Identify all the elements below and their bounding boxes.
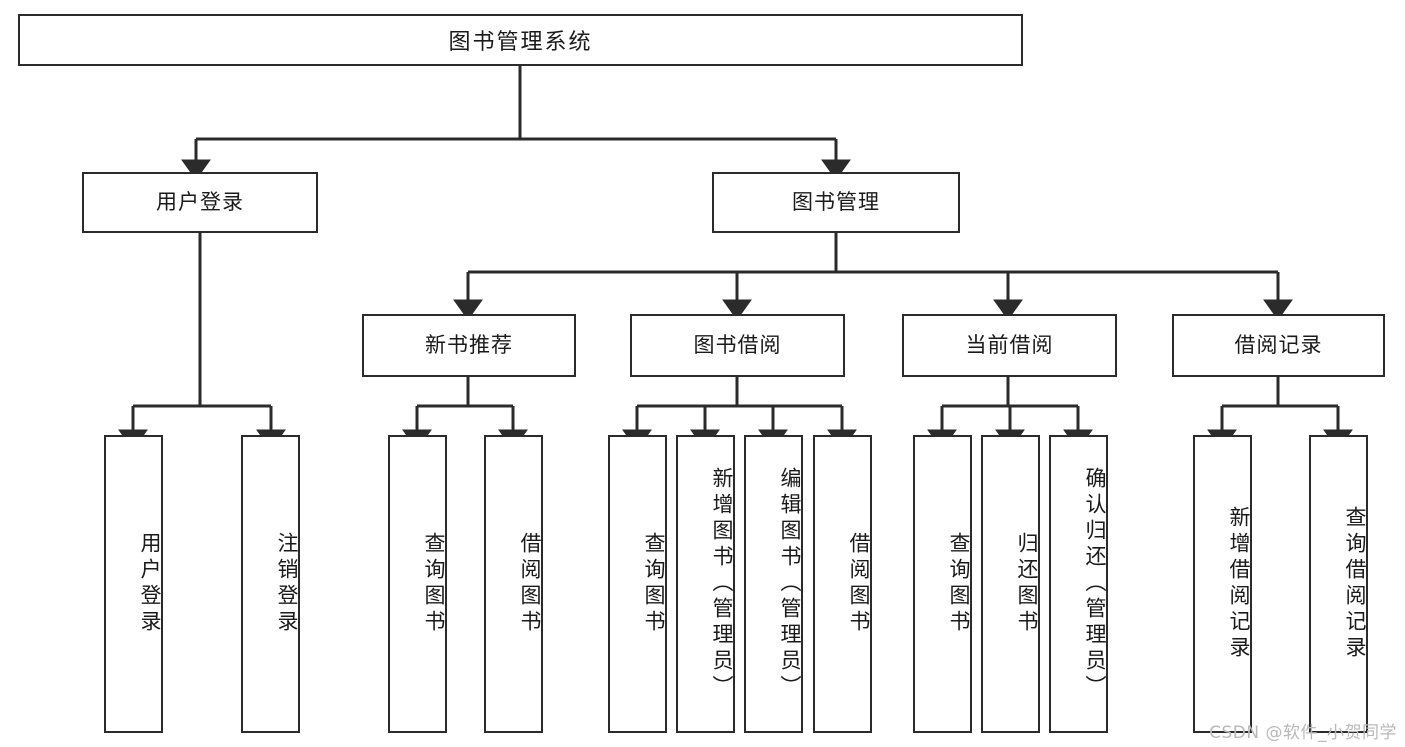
node-leaf-borrow-book-2-label: 借阅图书 (847, 532, 871, 636)
node-user-login-label: 用户登录 (156, 189, 244, 214)
node-leaf-logout-label: 注销登录 (275, 532, 299, 636)
node-leaf-query-borrow-record-label: 查询借阅记录 (1343, 506, 1367, 662)
node-leaf-edit-book-label: 编辑图书（管理员） (778, 467, 802, 701)
node-current-borrow[interactable]: 当前借阅 (902, 314, 1117, 377)
node-leaf-add-book-label: 新增图书（管理员） (710, 467, 734, 701)
node-book-manage-label: 图书管理 (792, 189, 880, 214)
node-leaf-query-borrow-record[interactable]: 查询借阅记录 (1309, 435, 1368, 733)
node-borrow-record-label: 借阅记录 (1234, 332, 1323, 357)
node-leaf-user-login-label: 用户登录 (138, 532, 162, 636)
node-leaf-query-book-3[interactable]: 查询图书 (913, 435, 972, 733)
node-leaf-edit-book[interactable]: 编辑图书（管理员） (744, 435, 803, 733)
node-leaf-return-book-label: 归还图书 (1015, 532, 1039, 636)
node-leaf-confirm-return-label: 确认归还（管理员） (1083, 467, 1107, 701)
node-leaf-user-login[interactable]: 用户登录 (104, 435, 163, 733)
node-leaf-return-book[interactable]: 归还图书 (981, 435, 1040, 733)
node-leaf-borrow-book-1-label: 借阅图书 (518, 532, 542, 636)
node-leaf-confirm-return[interactable]: 确认归还（管理员） (1049, 435, 1108, 733)
node-root[interactable]: 图书管理系统 (18, 14, 1023, 66)
node-leaf-query-book-2-label: 查询图书 (642, 532, 666, 636)
node-leaf-query-book-3-label: 查询图书 (947, 532, 971, 636)
watermark: CSDN @软件_小贺同学 (1209, 723, 1397, 743)
node-leaf-logout[interactable]: 注销登录 (241, 435, 300, 733)
node-leaf-borrow-book-1[interactable]: 借阅图书 (484, 435, 543, 733)
node-book-manage[interactable]: 图书管理 (712, 172, 960, 233)
node-current-borrow-label: 当前借阅 (965, 332, 1054, 357)
node-leaf-add-borrow-record-label: 新增借阅记录 (1227, 506, 1251, 662)
node-leaf-add-book[interactable]: 新增图书（管理员） (676, 435, 735, 733)
node-book-borrow-label: 图书借阅 (693, 332, 782, 357)
node-new-book-recommend-label: 新书推荐 (425, 332, 513, 357)
node-book-borrow[interactable]: 图书借阅 (630, 314, 845, 377)
node-leaf-query-book-1[interactable]: 查询图书 (388, 435, 447, 733)
node-leaf-query-book-2[interactable]: 查询图书 (608, 435, 667, 733)
node-root-label: 图书管理系统 (448, 30, 593, 55)
node-new-book-recommend[interactable]: 新书推荐 (362, 314, 576, 377)
node-leaf-borrow-book-2[interactable]: 借阅图书 (813, 435, 872, 733)
node-borrow-record[interactable]: 借阅记录 (1172, 314, 1385, 377)
node-leaf-add-borrow-record[interactable]: 新增借阅记录 (1193, 435, 1252, 733)
node-leaf-query-book-1-label: 查询图书 (422, 532, 446, 636)
node-user-login[interactable]: 用户登录 (82, 172, 318, 233)
